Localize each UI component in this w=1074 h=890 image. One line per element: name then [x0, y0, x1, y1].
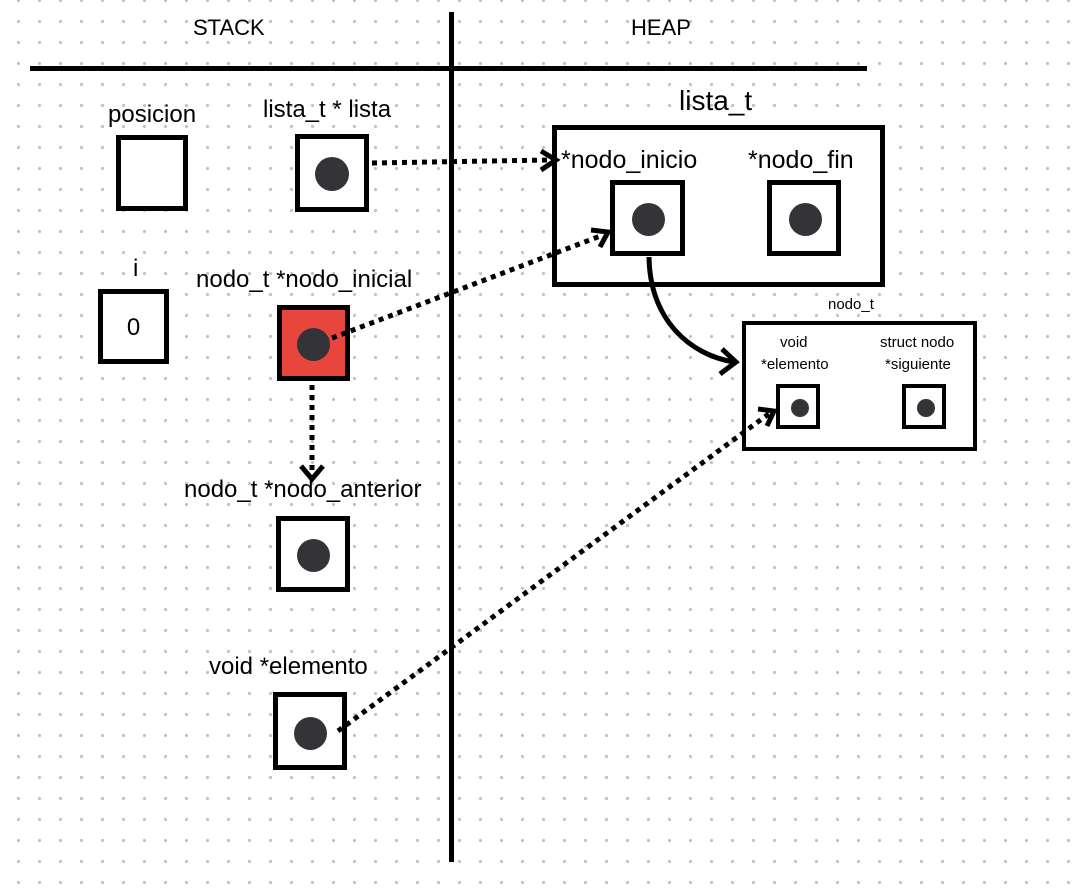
pointer-dot-icon: [791, 399, 809, 417]
pointer-dot-icon: [297, 328, 330, 361]
elemento-box[interactable]: [273, 692, 347, 770]
nodo-siguiente-label-1: struct nodo: [880, 334, 955, 351]
posicion-box[interactable]: [116, 135, 188, 211]
nodo-anterior-box[interactable]: [276, 516, 350, 592]
dotted-arrow-nodo-inicial-to-nodo-inicio: [331, 227, 612, 341]
horizontal-divider: [30, 66, 867, 71]
stack-header: STACK: [193, 15, 265, 40]
lista-pointer-label: lista_t * lista: [263, 96, 392, 123]
nodo-anterior-label: nodo_t *nodo_anterior: [184, 476, 422, 503]
lista-pointer-box[interactable]: [295, 134, 369, 212]
nodo-inicio-label: *nodo_inicio: [561, 146, 698, 174]
nodo-inicial-box[interactable]: [277, 305, 350, 381]
pointer-dot-icon: [294, 717, 327, 750]
nodo-siguiente-label-2: *siguiente: [885, 356, 951, 373]
posicion-label: posicion: [108, 101, 197, 128]
nodo-inicial-label: nodo_t *nodo_inicial: [196, 266, 413, 293]
nodo-inicio-box[interactable]: [610, 180, 685, 256]
nodo-t-title: nodo_t: [828, 296, 874, 313]
nodo-elemento-box[interactable]: [776, 384, 820, 429]
pointer-dot-icon: [315, 157, 349, 191]
lista-t-title: lista_t: [679, 85, 753, 116]
nodo-elemento-label-1: void: [780, 334, 808, 351]
i-box[interactable]: 0: [98, 289, 169, 364]
curved-arrow-nodo-inicio-to-nodo-t: [646, 256, 740, 376]
i-value: 0: [126, 314, 141, 341]
nodo-elemento-label-2: *elemento: [761, 356, 829, 373]
vertical-divider: [449, 12, 454, 862]
pointer-dot-icon: [789, 203, 822, 236]
pointer-dot-icon: [917, 399, 935, 417]
nodo-fin-box[interactable]: [767, 180, 841, 256]
heap-header: HEAP: [631, 15, 691, 40]
nodo-fin-label: *nodo_fin: [748, 146, 854, 174]
nodo-siguiente-box[interactable]: [902, 384, 946, 429]
elemento-label: void *elemento: [209, 653, 368, 680]
dotted-arrow-nodo-inicial-to-nodo-anterior: [299, 385, 325, 483]
pointer-dot-icon: [632, 203, 665, 236]
i-label: i: [133, 255, 139, 282]
pointer-dot-icon: [297, 539, 330, 572]
dotted-arrow-elemento-to-nodo-elemento: [336, 406, 778, 734]
dotted-arrow-lista-to-lista-t: [371, 148, 561, 173]
